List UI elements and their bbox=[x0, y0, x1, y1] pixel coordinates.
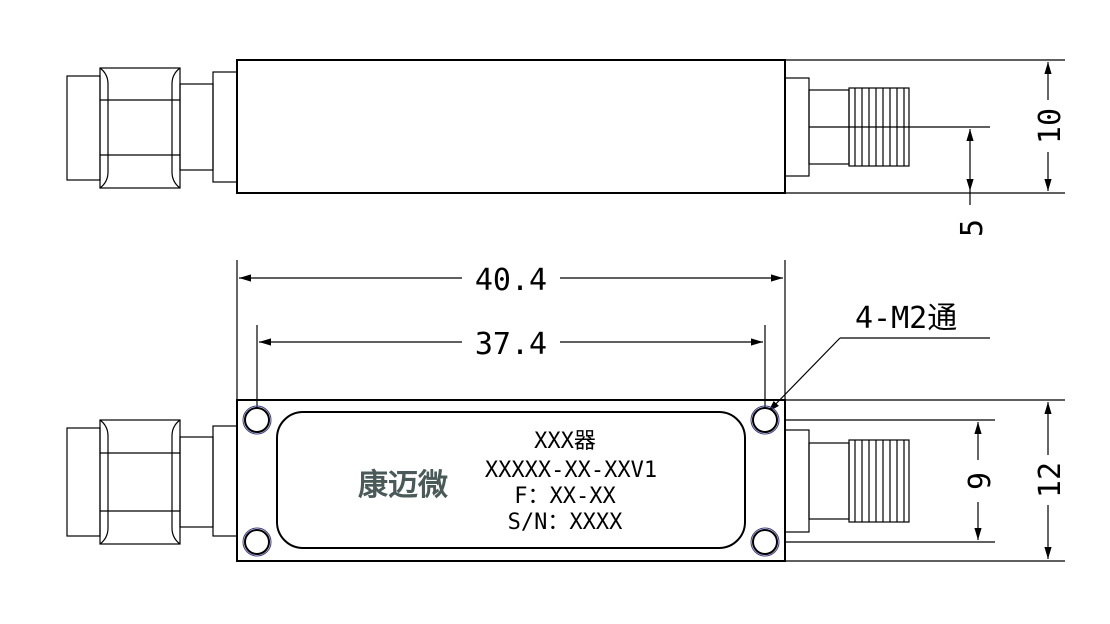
dim-9-label: 9 bbox=[963, 472, 998, 490]
label-line-4: S/N：XXXX bbox=[508, 510, 623, 535]
dim-10-label: 10 bbox=[1033, 108, 1068, 144]
hole-top-left bbox=[244, 407, 270, 433]
top-left-connector bbox=[66, 67, 238, 189]
hole-callout: 4-M2通 bbox=[767, 301, 990, 413]
bottom-left-connector bbox=[66, 419, 238, 545]
label-line-3: F：XX-XX bbox=[514, 484, 616, 509]
dim-40-4-label: 40.4 bbox=[475, 263, 547, 298]
bottom-view: 40.4 37.4 4-M2通 康迈微 XXX器 bbox=[66, 260, 1068, 562]
top-view: 10 5 bbox=[66, 59, 1068, 237]
dim-height-bottom: 12 bbox=[1033, 402, 1068, 559]
dim-height-top: 10 bbox=[1033, 62, 1068, 191]
dim-12-label: 12 bbox=[1033, 462, 1068, 498]
hole-callout-label: 4-M2通 bbox=[855, 301, 957, 336]
label-line-1: XXX器 bbox=[534, 429, 596, 454]
mounting-holes bbox=[242, 405, 780, 557]
dim-5-label: 5 bbox=[955, 219, 990, 237]
dim-37-4-label: 37.4 bbox=[475, 327, 547, 362]
hole-top-right bbox=[752, 407, 778, 433]
hole-bottom-left bbox=[244, 529, 270, 555]
label-line-2: XXXXX-XX-XXV1 bbox=[485, 458, 657, 483]
bottom-right-connector bbox=[784, 429, 910, 533]
top-right-connector bbox=[784, 77, 910, 177]
hole-bottom-right bbox=[752, 529, 778, 555]
top-body bbox=[236, 59, 786, 194]
dim-port-top: 5 bbox=[955, 129, 990, 237]
dim-hole-vertical: 9 bbox=[963, 422, 998, 540]
company-logo: 康迈微 bbox=[358, 468, 448, 503]
label-plate bbox=[276, 411, 746, 549]
